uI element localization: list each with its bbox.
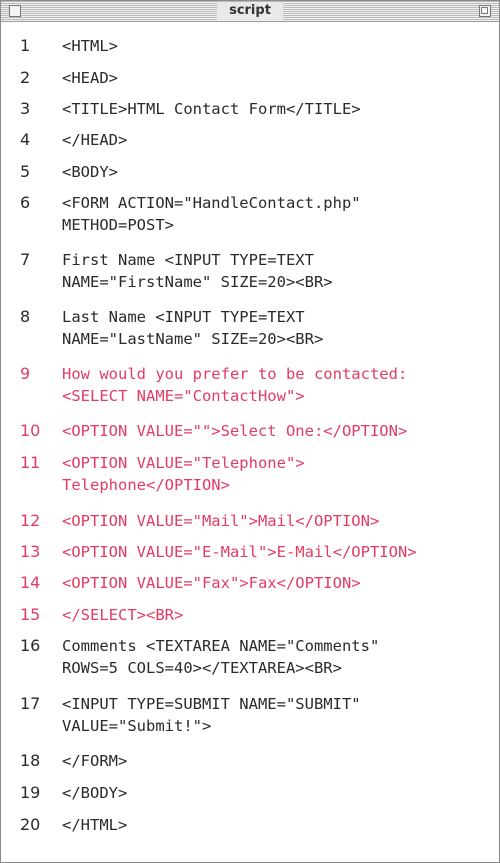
line-text-segment: NAME="FirstName" SIZE=20><BR> [62, 273, 333, 291]
line-text: <HTML> [62, 35, 118, 57]
line-text-segment: <OPTION VALUE="Fax">Fax</OPTION> [62, 574, 361, 592]
line-text: </FORM> [62, 750, 127, 772]
line-text-segment: <OPTION VALUE="Telephone"> [62, 454, 305, 472]
line-number: 5 [20, 162, 31, 181]
line-text: <TITLE>HTML Contact Form</TITLE> [62, 98, 361, 120]
line-number: 16 [20, 636, 41, 655]
line-text: Last Name <INPUT TYPE=TEXT NAME="LastName… [62, 306, 323, 350]
line-text-segment: Last Name <INPUT TYPE=TEXT [62, 308, 305, 326]
line-number: 13 [20, 542, 41, 561]
line-text-segment: NAME="LastName" SIZE=20><BR> [62, 330, 324, 348]
line-text: First Name <INPUT TYPE=TEXT NAME="FirstNa… [62, 249, 333, 293]
line-text: </HTML> [62, 814, 127, 836]
line-text: <BODY> [62, 161, 118, 183]
title-bar[interactable]: script [1, 1, 499, 22]
line-text: Comments <TEXTAREA NAME="Comments" ROWS=5… [62, 635, 379, 679]
zoom-box-icon[interactable] [479, 5, 491, 17]
line-text-segment: Comments <TEXTAREA NAME="Comments" [62, 637, 380, 655]
line-number: 7 [20, 250, 31, 269]
window-title: script [217, 2, 283, 20]
line-text: <OPTION VALUE="">Select One:</OPTION> [62, 420, 407, 442]
line-text-segment: VALUE="Submit!"> [62, 717, 212, 735]
line-number: 4 [20, 130, 31, 149]
line-text: <OPTION VALUE="E-Mail">E-Mail</OPTION> [62, 541, 417, 563]
line-text: <FORM ACTION="HandleContact.php" METHOD=P… [62, 192, 361, 236]
line-text-segment: <BODY> [62, 163, 118, 181]
line-text-segment: <HEAD> [62, 69, 118, 87]
line-text-segment: METHOD=POST> [62, 216, 174, 234]
line-text-segment: <INPUT TYPE=SUBMIT NAME="SUBMIT" [62, 695, 361, 713]
line-text: <OPTION VALUE="Mail">Mail</OPTION> [62, 510, 379, 532]
line-number: 14 [20, 573, 41, 592]
line-text: </SELECT><BR> [62, 604, 183, 626]
line-number: 3 [20, 99, 31, 118]
line-text: <HEAD> [62, 67, 118, 89]
line-text: </HEAD> [62, 129, 127, 151]
line-text-segment: </HEAD> [62, 131, 128, 149]
line-number: 20 [20, 815, 41, 834]
line-text-segment: ROWS=5 COLS=40></TEXTAREA><BR> [62, 659, 342, 677]
line-text-segment: <OPTION VALUE="E-Mail">E-Mail</OPTION> [62, 543, 417, 561]
line-number: 9 [20, 364, 31, 383]
line-text-segment: First Name <INPUT TYPE=TEXT [62, 251, 314, 269]
line-text: <OPTION VALUE="Telephone"> Telephone</OPT… [62, 452, 305, 496]
line-text: </BODY> [62, 782, 127, 804]
line-number: 1 [20, 36, 31, 55]
close-box-icon[interactable] [9, 5, 21, 17]
line-text: <OPTION VALUE="Fax">Fax</OPTION> [62, 572, 361, 594]
line-text-segment: </HTML> [62, 816, 128, 834]
code-listing: 1 <HTML> 2 <HEAD> 3 <TITLE>HTML Contact Form<… [1, 22, 499, 862]
line-text-segment: </BODY> [62, 784, 128, 802]
line-text-segment: <TITLE>HTML Contact Form</TITLE> [62, 100, 361, 118]
line-text-segment: <HTML> [62, 37, 118, 55]
line-text: <INPUT TYPE=SUBMIT NAME="SUBMIT" VALUE="S… [62, 693, 361, 737]
line-number: 17 [20, 694, 41, 713]
line-text-segment: </FORM> [62, 752, 128, 770]
line-number: 10 [20, 421, 41, 440]
line-text-segment: </SELECT><BR> [62, 606, 184, 624]
line-number: 11 [20, 453, 41, 472]
line-text-segment: <OPTION VALUE="">Select One:</OPTION> [62, 422, 408, 440]
line-number: 18 [20, 751, 41, 770]
line-text-segment: <FORM ACTION="HandleContact.php" [62, 194, 361, 212]
line-text-segment: Telephone</OPTION> [62, 476, 230, 494]
line-text-segment: How would you prefer to be contacted: [62, 365, 408, 383]
line-number: 19 [20, 783, 41, 802]
line-number: 2 [20, 68, 31, 87]
line-number: 15 [20, 605, 41, 624]
line-number: 6 [20, 193, 31, 212]
line-number: 8 [20, 307, 31, 326]
line-text-segment: <OPTION VALUE="Mail">Mail</OPTION> [62, 512, 380, 530]
line-text-segment: <SELECT NAME="ContactHow"> [62, 387, 305, 405]
line-text: How would you prefer to be contacted: <SE… [62, 363, 407, 407]
line-number: 12 [20, 511, 41, 530]
